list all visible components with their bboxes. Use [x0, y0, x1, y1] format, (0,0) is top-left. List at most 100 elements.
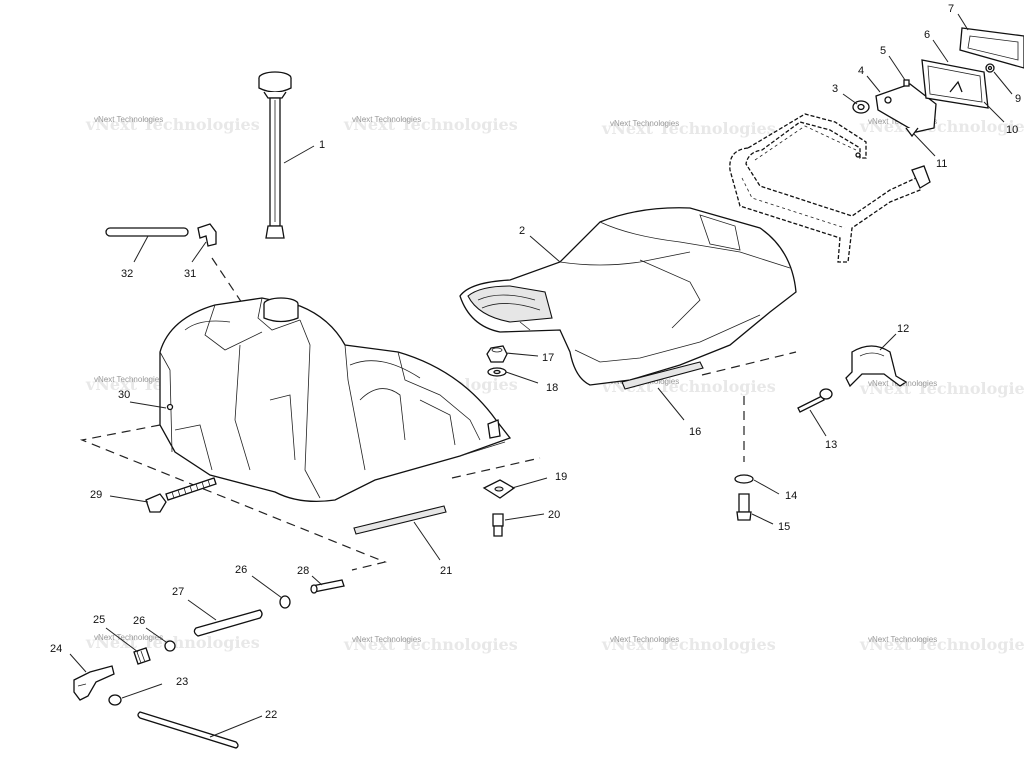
bolt-5	[903, 79, 910, 87]
callout-18: 18	[546, 382, 558, 394]
clip-11	[905, 127, 919, 138]
leader-lines	[69, 13, 1013, 738]
callout-1: 1	[319, 139, 325, 151]
bolt-15	[736, 493, 752, 521]
callout-22: 22	[265, 709, 277, 721]
callout-10: 10	[1006, 124, 1018, 136]
callout-4: 4	[858, 65, 864, 77]
tube-27	[193, 609, 263, 637]
leader-line-24	[69, 653, 87, 673]
seat	[459, 207, 797, 386]
washer-18	[487, 367, 507, 377]
leader-line-31	[191, 241, 207, 263]
watermark-label: vNext Technologies	[94, 375, 163, 384]
leader-line-9	[993, 71, 1013, 95]
strip-21	[353, 505, 447, 535]
callout-2: 2	[519, 225, 525, 237]
callout-30: 30	[118, 389, 130, 401]
callout-15: 15	[778, 521, 790, 533]
leader-line-10	[983, 101, 1005, 123]
watermark-ghost: vNext Technologies	[85, 115, 260, 134]
elbow-fitting	[197, 223, 217, 247]
watermark-label: vNext Technologies	[610, 119, 679, 128]
leader-line-26-lower	[145, 627, 167, 643]
leader-line-3	[842, 93, 858, 105]
callout-3: 3	[832, 83, 838, 95]
leader-line-18	[505, 371, 539, 384]
guide-line	[701, 351, 797, 376]
leader-line-19	[511, 477, 548, 489]
leader-line-5	[888, 55, 906, 81]
callout-31: 31	[184, 268, 196, 280]
leader-line-7	[957, 13, 969, 31]
leader-line-2	[529, 235, 561, 263]
guide-line	[79, 424, 387, 571]
leader-line-32	[133, 235, 149, 263]
leader-line-6	[932, 39, 949, 63]
strap-bracket	[845, 345, 908, 388]
watermark-ghost: vNext Technologies	[343, 115, 518, 134]
washer-14	[734, 474, 754, 484]
leader-line-26-upper	[251, 575, 283, 599]
leader-line-4	[866, 75, 881, 93]
watermark-ghost: vNext Technologies	[601, 119, 776, 138]
rear-grab-bar	[729, 113, 931, 263]
watermark-ghost: vNext Technologies	[343, 635, 518, 654]
taillight-base	[921, 59, 989, 109]
callout-7: 7	[948, 3, 954, 15]
bracket-plate	[875, 83, 937, 133]
bolt-20	[492, 513, 504, 537]
leader-line-11	[913, 133, 936, 157]
callout-24: 24	[50, 643, 62, 655]
callout-numbers: 1 2 3 4 5 6 7 9 10 11 12 13 14 15 16 17 …	[50, 3, 1021, 721]
fuel-tank	[159, 297, 512, 503]
watermark-label: vNext Technologies	[868, 635, 937, 644]
nut-17	[486, 345, 508, 363]
leader-line-1	[283, 145, 315, 164]
callout-23: 23	[176, 676, 188, 688]
fitting-29	[145, 477, 217, 513]
leader-line-16	[657, 387, 685, 421]
leader-line-25	[105, 627, 139, 653]
callout-12: 12	[897, 323, 909, 335]
leader-line-15	[751, 513, 774, 525]
callout-28: 28	[297, 565, 309, 577]
plug-23	[108, 694, 122, 706]
leader-line-13	[809, 409, 827, 437]
callout-13: 13	[825, 439, 837, 451]
callout-6: 6	[924, 29, 930, 41]
callout-14: 14	[785, 490, 797, 502]
cap-26-lower	[164, 640, 176, 652]
leader-line-14	[753, 479, 780, 495]
callout-21: 21	[440, 565, 452, 577]
taillight-housing	[959, 27, 1024, 69]
callout-25: 25	[93, 614, 105, 626]
callout-19: 19	[555, 471, 567, 483]
watermark-label: vNext Technologies	[352, 115, 421, 124]
callout-20: 20	[548, 509, 560, 521]
guide-line	[211, 257, 249, 313]
leader-line-30	[129, 401, 167, 409]
screw-9	[985, 63, 995, 73]
leader-line-23	[121, 683, 163, 699]
callout-17: 17	[542, 352, 554, 364]
guide-line	[451, 457, 541, 479]
callout-9: 9	[1015, 93, 1021, 105]
leader-line-28	[311, 575, 323, 586]
callout-32: 32	[121, 268, 133, 280]
seat-strap	[621, 361, 704, 390]
callout-16: 16	[689, 426, 701, 438]
leader-line-12	[879, 333, 897, 351]
leader-line-17	[505, 352, 539, 357]
callout-29: 29	[90, 489, 102, 501]
rivet-13	[797, 388, 833, 413]
callout-26-lower: 26	[133, 615, 145, 627]
callout-26-upper: 26	[235, 564, 247, 576]
callout-11: 11	[936, 158, 947, 170]
leader-line-27	[187, 599, 217, 621]
fuel-sender-tube	[258, 71, 292, 239]
pad-19	[482, 479, 516, 499]
callout-5: 5	[880, 45, 886, 57]
